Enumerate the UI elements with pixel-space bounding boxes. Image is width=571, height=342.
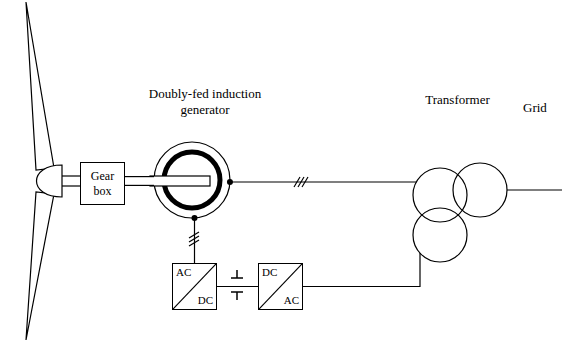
capacitor-lead (236, 270, 238, 278)
wire (194, 218, 195, 263)
converter-diagonal (173, 264, 216, 309)
shaft-body (125, 177, 154, 185)
hub (37, 165, 63, 197)
wire-connector (303, 253, 420, 286)
wire (303, 253, 420, 286)
wire (217, 286, 258, 287)
grid-label: Grid (523, 100, 547, 116)
component-label: Doubly-fed induction generator (143, 86, 268, 117)
wire-connector (192, 215, 198, 263)
transformer-winding (413, 168, 467, 222)
converter-diagonal (259, 264, 302, 309)
box-label: Gear box (87, 169, 119, 198)
blade (26, 2, 54, 170)
converter-label: DC (262, 266, 277, 279)
converter-label: DC (198, 294, 213, 307)
low-speed-shaft (60, 175, 80, 176)
transformer-winding (413, 208, 467, 262)
converter-label: AC (284, 294, 299, 307)
transformer-node: Transformer (395, 92, 520, 270)
grid-line (507, 189, 562, 190)
wire-connector (227, 179, 416, 185)
gear-box: Gear box (80, 162, 125, 205)
inverter-box: DC AC (258, 263, 303, 310)
shaft-connector (125, 181, 154, 182)
generator-node: Doubly-fed induction generator (130, 86, 280, 222)
transformer-winding (453, 163, 507, 217)
rectifier-box: AC DC (172, 263, 217, 310)
capacitor-lead (236, 292, 238, 300)
low-speed-shaft (60, 185, 80, 186)
converter-label: AC (176, 266, 191, 279)
generator-shaft (150, 176, 210, 186)
wire (230, 181, 416, 182)
shaft-outline (125, 176, 154, 186)
component-label: Transformer (398, 92, 518, 108)
connection-dot (227, 179, 233, 185)
blade (26, 192, 54, 340)
connection-dot (192, 215, 198, 221)
wire-connector (217, 286, 258, 287)
